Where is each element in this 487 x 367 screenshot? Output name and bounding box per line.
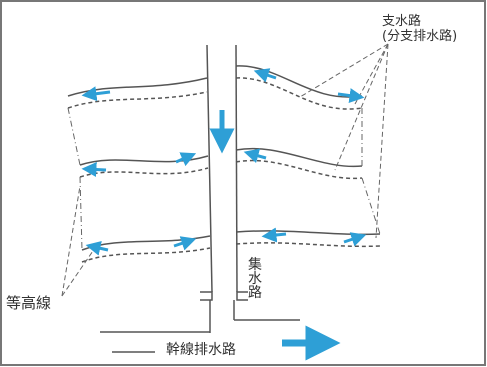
arrow-left-2b [175,152,197,167]
arrow-left-3b [173,236,197,251]
right-drain-3 [235,230,381,236]
arrow-left-3a [85,240,109,256]
outlet-structure [200,291,248,333]
contour-label: 等高線 [6,294,52,312]
arrow-right-1b [337,88,365,104]
arrow-right-2 [243,148,267,164]
main-drain-label: 幹線排水路 [166,342,236,358]
leader-lines [61,43,389,297]
arrow-left-1 [81,86,111,102]
arrow-right-1a [253,68,277,83]
collector-label: 集水路 [248,257,262,301]
arrow-right-3a [261,227,287,243]
arrow-right-3b [343,232,367,247]
arrow-left-2a [81,162,107,178]
collector-channel [206,44,238,293]
terrace-risers [67,107,381,251]
flow-arrows [81,68,367,361]
branch-drain-label: 支水路 (分支排水路) [382,14,458,44]
right-drain-1 [235,65,363,98]
trunk-drain [100,319,300,333]
